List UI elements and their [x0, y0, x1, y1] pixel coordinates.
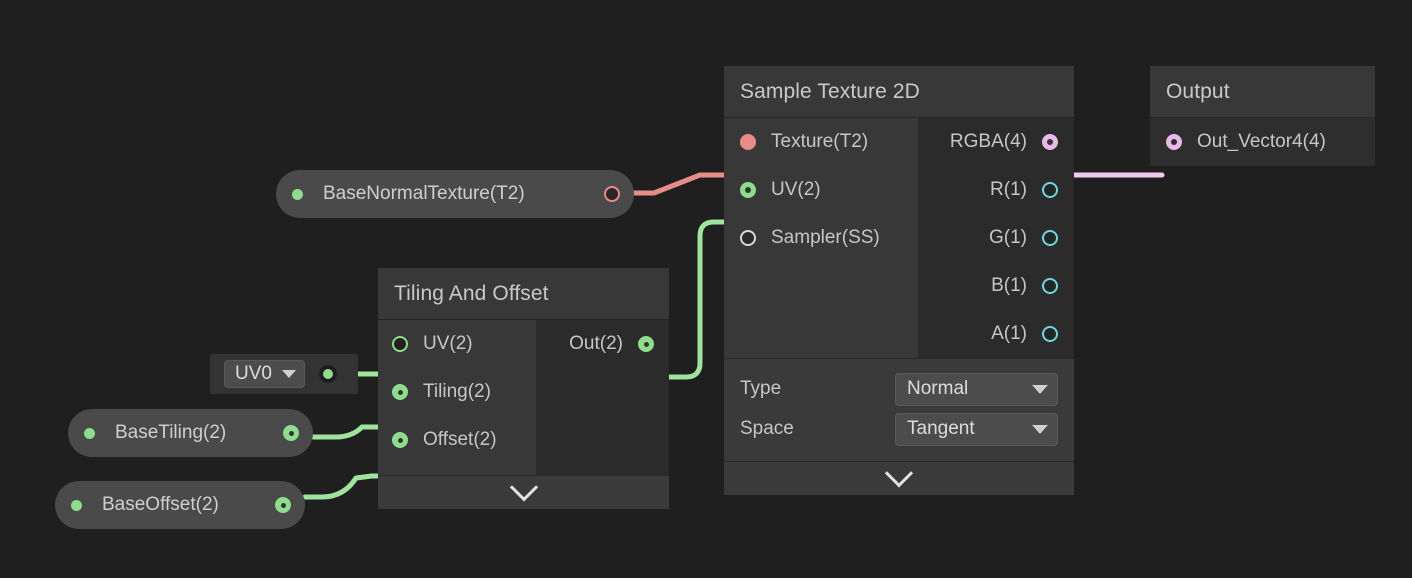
- port-to-offset-icon[interactable]: [392, 432, 408, 448]
- port-a-icon[interactable]: [1042, 326, 1058, 342]
- node-sample-texture-2d[interactable]: Sample Texture 2D Texture(T2) UV(2) Samp…: [724, 66, 1074, 495]
- sample-texture-inputs: Texture(T2) UV(2) Sampler(SS): [724, 118, 918, 358]
- node-output[interactable]: Output Out_Vector4(4): [1150, 66, 1375, 166]
- port-r-icon[interactable]: [1042, 182, 1058, 198]
- property-label-base-normal-texture: BaseNormalTexture(T2): [323, 183, 525, 204]
- port-base-normal-texture-icon[interactable]: [604, 186, 620, 202]
- property-indicator-dot: [84, 427, 95, 439]
- port-label-to-uv: UV(2): [423, 333, 473, 354]
- dropdown-type-value: Normal: [907, 378, 969, 399]
- port-base-offset-icon[interactable]: [275, 497, 291, 513]
- chevron-down-icon: [281, 370, 296, 378]
- node-property-base-normal-texture[interactable]: BaseNormalTexture(T2): [276, 170, 634, 218]
- node-title-sample-texture-2d: Sample Texture 2D: [724, 66, 1074, 118]
- port-base-tiling-icon[interactable]: [283, 425, 299, 441]
- property-label-base-tiling: BaseTiling(2): [115, 422, 227, 443]
- chevron-down-icon: [1032, 384, 1048, 394]
- node-title-tiling-and-offset: Tiling And Offset: [378, 268, 669, 320]
- chevron-down-icon: [509, 472, 538, 501]
- port-label-to-tiling: Tiling(2): [423, 381, 491, 402]
- port-to-out-icon[interactable]: [638, 336, 654, 352]
- port-uv0-dot: [322, 369, 333, 379]
- port-b-icon[interactable]: [1042, 278, 1058, 294]
- port-uv-icon[interactable]: [740, 182, 756, 198]
- tiling-input-pad: [378, 464, 536, 475]
- port-row-b[interactable]: B(1): [918, 262, 1074, 310]
- port-to-uv-icon[interactable]: [392, 336, 408, 352]
- property-indicator-dot: [71, 499, 82, 511]
- port-row-out-vector4[interactable]: Out_Vector4(4): [1150, 118, 1375, 166]
- dropdown-space-value: Tangent: [907, 418, 975, 439]
- port-rgba-icon[interactable]: [1042, 134, 1058, 150]
- port-label-texture: Texture(T2): [771, 131, 869, 152]
- dropdown-uv-channel-value: UV0: [235, 363, 272, 384]
- port-label-to-offset: Offset(2): [423, 429, 497, 450]
- port-label-a: A(1): [991, 323, 1027, 344]
- setting-label-type: Type: [740, 378, 782, 399]
- port-row-uv[interactable]: UV(2): [724, 166, 918, 214]
- tiling-offset-outputs: Out(2): [536, 320, 669, 475]
- port-label-uv: UV(2): [771, 179, 821, 200]
- collapse-button-tiling-and-offset[interactable]: [378, 472, 669, 509]
- collapse-button-sample-texture[interactable]: [724, 458, 1074, 495]
- node-property-base-offset[interactable]: BaseOffset(2): [55, 481, 305, 529]
- port-row-rgba[interactable]: RGBA(4): [918, 118, 1074, 166]
- node-property-base-tiling[interactable]: BaseTiling(2): [68, 409, 313, 457]
- port-sampler-icon[interactable]: [740, 230, 756, 246]
- sample-texture-settings: Type Normal Space Tangent: [724, 358, 1074, 461]
- dropdown-uv-channel[interactable]: UV0: [224, 360, 305, 388]
- port-uv0-icon[interactable]: [318, 365, 337, 383]
- port-label-b: B(1): [991, 275, 1027, 296]
- port-row-a[interactable]: A(1): [918, 310, 1074, 358]
- setting-label-space: Space: [740, 418, 794, 439]
- port-label-g: G(1): [989, 227, 1027, 248]
- port-row-texture[interactable]: Texture(T2): [724, 118, 918, 166]
- port-g-icon[interactable]: [1042, 230, 1058, 246]
- port-label-to-out: Out(2): [569, 333, 623, 354]
- port-row-to-offset[interactable]: Offset(2): [378, 416, 536, 464]
- node-tiling-and-offset[interactable]: Tiling And Offset UV(2) Tiling(2) Offset…: [378, 268, 669, 509]
- property-indicator-dot: [292, 188, 303, 200]
- port-label-rgba: RGBA(4): [949, 131, 1027, 152]
- port-out-vector4-icon[interactable]: [1166, 134, 1182, 150]
- port-row-g[interactable]: G(1): [918, 214, 1074, 262]
- setting-row-type: Type Normal: [740, 369, 1058, 409]
- port-to-tiling-icon[interactable]: [392, 384, 408, 400]
- sample-texture-outputs: RGBA(4) R(1) G(1) B(1) A(1): [918, 118, 1074, 358]
- dropdown-type[interactable]: Normal: [895, 372, 1058, 406]
- chevron-down-icon: [1032, 424, 1048, 434]
- setting-row-space: Space Tangent: [740, 409, 1058, 449]
- port-texture-icon[interactable]: [740, 134, 756, 150]
- port-label-out-vector4: Out_Vector4(4): [1197, 131, 1326, 152]
- tiling-offset-inputs: UV(2) Tiling(2) Offset(2): [378, 320, 536, 475]
- port-row-to-tiling[interactable]: Tiling(2): [378, 368, 536, 416]
- output-inputs: Out_Vector4(4): [1150, 118, 1375, 166]
- input-col-pad: [724, 262, 918, 290]
- port-row-r[interactable]: R(1): [918, 166, 1074, 214]
- chevron-down-icon: [884, 458, 914, 487]
- port-row-to-uv[interactable]: UV(2): [378, 320, 536, 368]
- node-title-output: Output: [1150, 66, 1375, 118]
- dropdown-space[interactable]: Tangent: [895, 412, 1058, 446]
- port-label-r: R(1): [990, 179, 1027, 200]
- node-uv0[interactable]: UV0: [210, 354, 358, 394]
- port-row-sampler[interactable]: Sampler(SS): [724, 214, 918, 262]
- port-row-to-out[interactable]: Out(2): [536, 320, 669, 368]
- property-label-base-offset: BaseOffset(2): [102, 494, 219, 515]
- port-label-sampler: Sampler(SS): [771, 227, 880, 248]
